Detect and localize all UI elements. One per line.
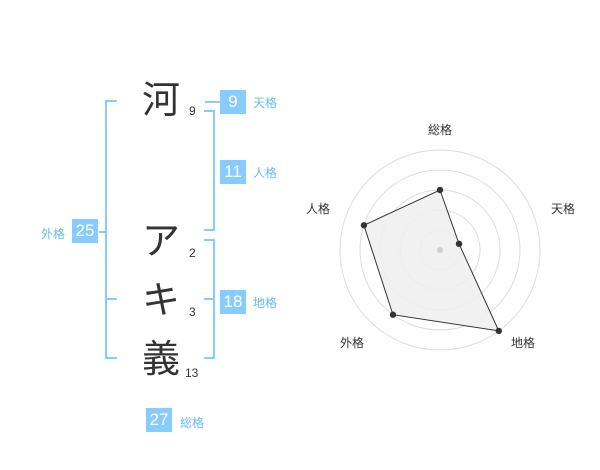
jinkaku-bracket-top: [204, 110, 215, 112]
chikaku-bracket-bottom: [204, 357, 215, 359]
gaikaku-bracket-top: [105, 100, 117, 102]
stroke-count-3: 3: [189, 305, 196, 319]
stroke-count-1: 9: [189, 104, 196, 118]
radar-point-4: [389, 311, 397, 318]
radar-axis-label-soukaku: 総格: [428, 123, 453, 137]
radar-axis-label-jinkaku: 人格: [306, 202, 331, 216]
stroke-count-2: 2: [189, 246, 196, 260]
tenkaku-value: 9: [220, 90, 246, 114]
radar-ring-4: [359, 169, 521, 331]
jinkaku-value: 11: [220, 160, 246, 184]
gaikaku-connector: [99, 231, 106, 233]
gaikaku-label: 外格: [41, 227, 66, 241]
name-char-1: 河: [141, 78, 180, 122]
radar-point-2: [455, 240, 463, 248]
tenkaku-label: 天格: [253, 96, 278, 110]
gaikaku-bracket-bottom: [105, 357, 117, 359]
chikaku-value: 18: [220, 290, 246, 314]
soukaku-label: 総格: [180, 416, 205, 430]
stroke-count-4: 13: [185, 366, 199, 380]
radar-point-5: [360, 222, 368, 229]
chikaku-label: 地格: [253, 296, 278, 310]
tenkaku-connector: [205, 101, 220, 103]
name-char-2: ア: [141, 219, 180, 263]
radar-axis-label-gaikaku: 外格: [340, 336, 365, 350]
soukaku-value: 27: [146, 408, 172, 432]
gaikaku-value: 25: [72, 219, 98, 243]
radar-center-point: [437, 247, 443, 253]
name-char-4: 義: [141, 337, 180, 381]
gaikaku-bracket-middle: [105, 298, 117, 300]
radar-series-polygon: [363, 189, 500, 332]
name-char-3: キ: [141, 278, 180, 322]
chikaku-bracket-top: [204, 239, 215, 241]
jinkaku-label: 人格: [253, 166, 278, 180]
radar-point-1: [436, 186, 444, 194]
radar-point-3: [495, 327, 502, 335]
radar-axis-label-chikaku: 地格: [511, 336, 536, 350]
jinkaku-bracket-bottom: [204, 229, 215, 231]
gaikaku-bracket-vertical: [105, 100, 107, 359]
radar-axis-label-tenkaku: 天格: [551, 202, 576, 216]
chikaku-bracket-middle: [204, 298, 215, 300]
jinkaku-bracket-vertical: [213, 110, 215, 231]
